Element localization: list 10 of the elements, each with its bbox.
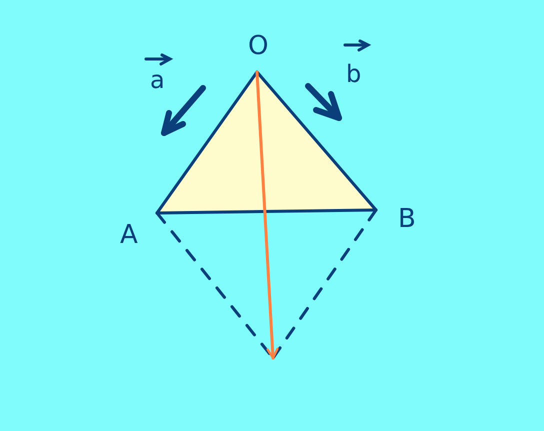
vector-label: a (150, 68, 165, 92)
vector-arrow (256, 70, 279, 360)
vertex-label: O (248, 33, 268, 59)
vector-label: b (346, 62, 362, 86)
vertex-label: A (120, 222, 138, 248)
triangle-side (256, 70, 378, 212)
dashed-line (272, 208, 378, 360)
triangle-side (156, 70, 258, 214)
triangle-side (156, 208, 378, 214)
vertex-label: B (398, 206, 416, 232)
